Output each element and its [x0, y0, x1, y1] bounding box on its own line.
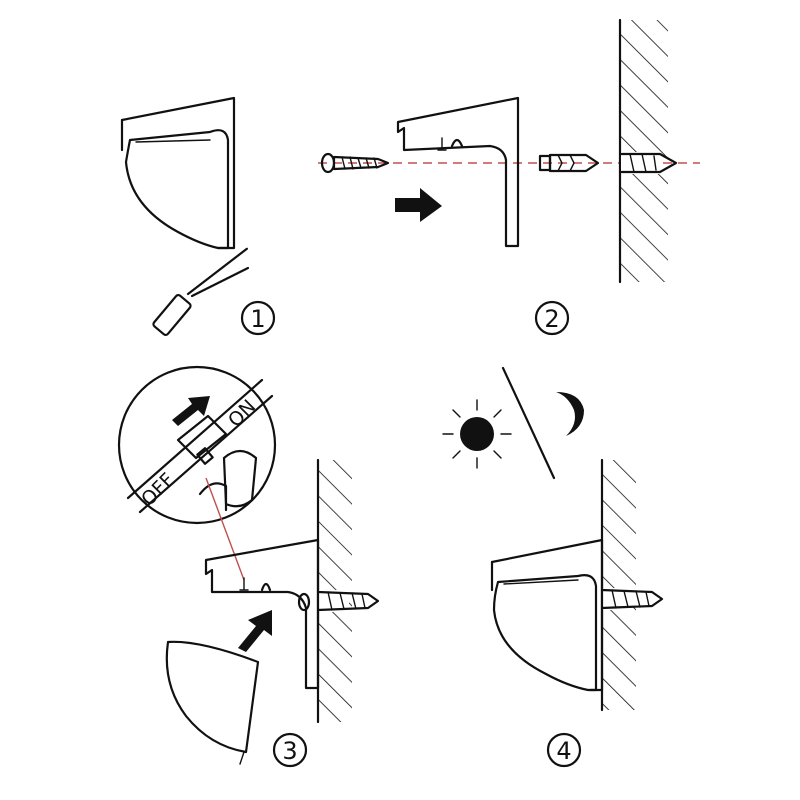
wall-icon	[600, 458, 636, 712]
screwdriver-icon	[152, 247, 250, 336]
switch-direction-arrow-icon	[172, 396, 210, 426]
step-1-number: 1	[250, 305, 265, 333]
magnifier-pointer-line	[205, 477, 245, 581]
step-3-panel: ON OFF 3	[117, 365, 380, 768]
step-4-panel: 4	[442, 366, 664, 768]
step-4-number-circle	[546, 732, 582, 768]
screw-icon	[316, 590, 380, 612]
step-1-number-circle	[240, 300, 276, 336]
step-2-number: 2	[544, 305, 559, 333]
power-switch[interactable]	[176, 414, 228, 460]
assembled-lamp	[490, 538, 604, 692]
wall-icon	[618, 18, 678, 284]
switch-off-label: OFF	[137, 469, 179, 511]
arrow-icon	[395, 188, 442, 222]
lamp-cover	[165, 640, 260, 765]
wall-icon	[316, 458, 352, 724]
switch-on-label: ON	[224, 395, 260, 431]
step-4-number: 4	[556, 737, 571, 765]
step-2-panel: 2	[318, 18, 700, 336]
step-1-panel: 1	[120, 96, 276, 336]
step-2-number-circle	[534, 300, 570, 336]
wall-anchor-icon	[538, 153, 600, 173]
moon-icon	[556, 392, 584, 436]
screw-icon	[600, 588, 664, 610]
step-3-number-circle	[272, 732, 308, 768]
step-3-number: 3	[282, 737, 297, 765]
lamp-unit	[120, 96, 236, 250]
sun-icon	[442, 399, 512, 469]
switch-detail-magnifier: ON OFF	[117, 365, 277, 525]
mounting-bracket	[396, 96, 520, 248]
day-night-divider	[501, 366, 556, 480]
arrow-icon	[238, 610, 272, 652]
mounted-bracket	[204, 538, 320, 690]
screw-icon	[320, 152, 390, 174]
